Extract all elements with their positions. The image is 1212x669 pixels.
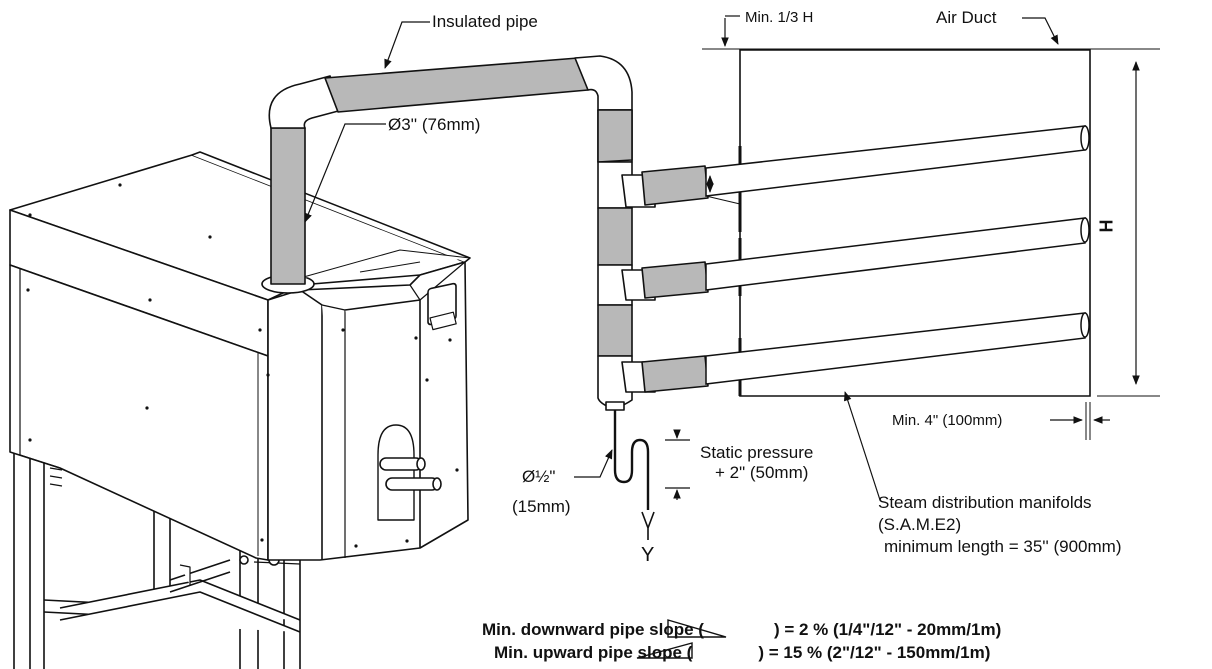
downward-slope-prefix: Min. downward pipe slope ( bbox=[482, 620, 704, 639]
upward-slope-text: Min. upward pipe slope ( ) = 15 % (2"/12"… bbox=[494, 643, 990, 663]
upward-slope-suffix: ) = 15 % (2"/12" - 150mm/1m) bbox=[758, 643, 991, 662]
air-duct-label: Air Duct bbox=[936, 8, 997, 27]
drain-diameter-mm-label: (15mm) bbox=[512, 497, 571, 516]
downward-slope-icon bbox=[667, 619, 727, 638]
panel-screws bbox=[26, 183, 459, 548]
downward-slope-text: Min. downward pipe slope ( ) = 2 % (1/4"/… bbox=[482, 620, 1001, 640]
static-pressure-line-1: Static pressure bbox=[700, 443, 814, 462]
height-symbol: H bbox=[1096, 219, 1117, 233]
steam-manifolds bbox=[705, 125, 1090, 385]
drain-diameter-line-1: Ø½" bbox=[522, 467, 556, 486]
insulated-pipe bbox=[268, 55, 709, 411]
manifold-line-1: Steam distribution manifolds bbox=[878, 493, 1092, 512]
humidifier-cabinet bbox=[9, 151, 471, 669]
insulated-pipe-label: Insulated pipe bbox=[432, 12, 538, 31]
manifold-label: Steam distribution manifolds (S.A.M.E2) … bbox=[878, 493, 1122, 557]
upward-slope-icon bbox=[636, 642, 693, 659]
min-third-h-label: Min. 1/3 H bbox=[745, 9, 814, 26]
downward-slope-suffix: ) = 2 % (1/4"/12" - 20mm/1m) bbox=[773, 620, 1002, 639]
min-clearance-label: Min. 4" (100mm) bbox=[892, 412, 1003, 429]
upward-slope-prefix: Min. upward pipe slope ( bbox=[494, 643, 693, 662]
drain-diameter-label: Ø½" bbox=[522, 467, 555, 487]
drain-symbol: Y bbox=[641, 544, 655, 566]
pipe-diameter-label: Ø3'' (76mm) bbox=[388, 115, 481, 134]
static-pressure-label: Static pressure + 2" (50mm) bbox=[700, 443, 813, 483]
manifold-line-2: (S.A.M.E2) bbox=[878, 515, 962, 534]
drain-trap bbox=[613, 410, 655, 540]
static-pressure-line-2: + 2" (50mm) bbox=[714, 463, 809, 482]
dimension-lines bbox=[304, 15, 1160, 501]
manifold-line-3: minimum length = 35'' (900mm) bbox=[884, 537, 1122, 556]
slope-icons bbox=[636, 619, 727, 659]
